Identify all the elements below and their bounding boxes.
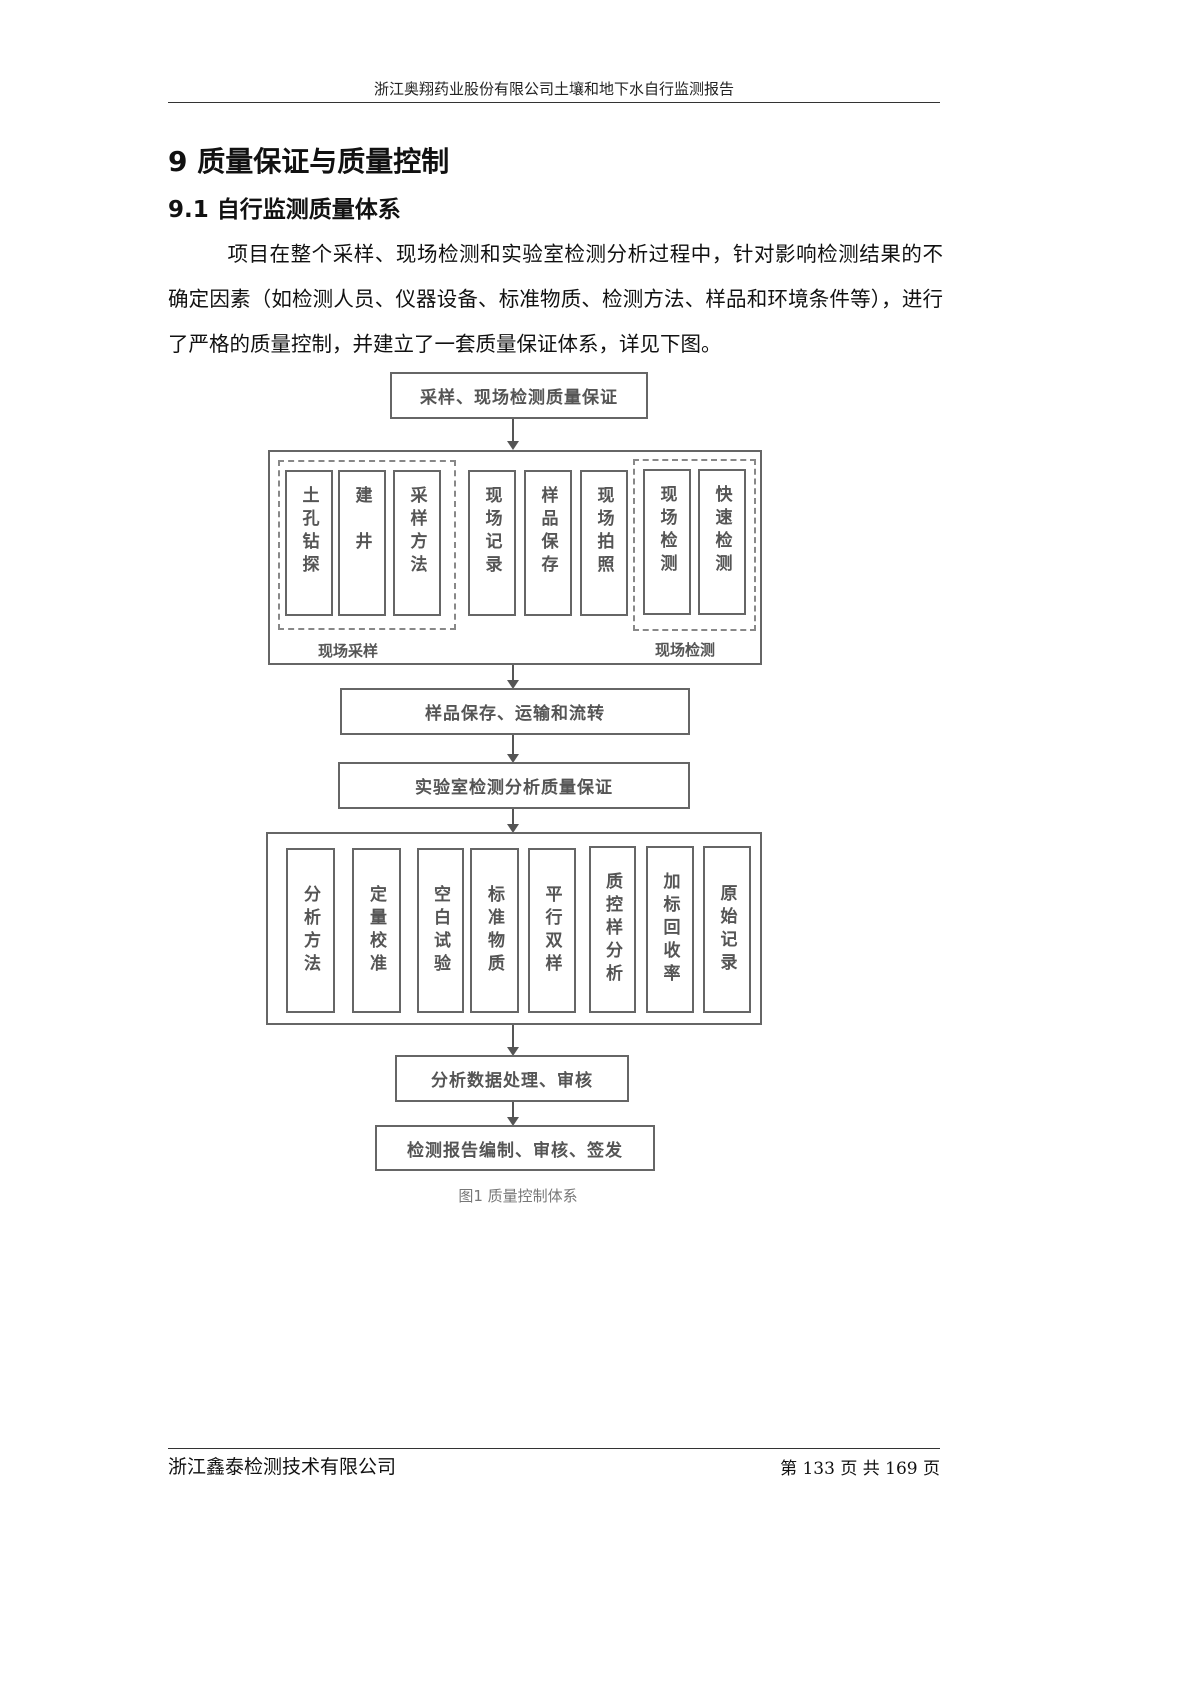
arrow-icon — [507, 1025, 519, 1056]
arrow-icon — [507, 809, 519, 833]
lab-item: 加标回收率 — [646, 846, 694, 1013]
lab-item: 平行双样 — [528, 848, 576, 1013]
arrow-icon — [507, 419, 519, 450]
field-item: 快速检测 — [698, 469, 746, 615]
field-group-box — [268, 450, 762, 665]
field-item: 现场记录 — [468, 470, 516, 616]
page-number: 第 133 页 共 169 页 — [780, 1459, 940, 1479]
field-item: 建 井 — [338, 470, 386, 616]
step-sample-transport: 样品保存、运输和流转 — [340, 688, 690, 735]
step-data-review: 分析数据处理、审核 — [395, 1055, 629, 1102]
group-label-testing: 现场检测 — [655, 641, 716, 659]
lab-item: 定量校准 — [352, 848, 401, 1013]
field-item: 土孔钻探 — [285, 470, 333, 616]
arrow-icon — [507, 1102, 519, 1126]
testing-dashed-group — [633, 459, 756, 631]
field-item: 样品保存 — [524, 470, 572, 616]
lab-item: 标准物质 — [470, 848, 519, 1013]
footer-company: 浙江鑫泰检测技术有限公司 — [168, 1456, 397, 1478]
body-paragraph: 项目在整个采样、现场检测和实验室检测分析过程中，针对影响检测结果的不确定因素（如… — [168, 242, 943, 356]
lab-item: 质控样分析 — [589, 846, 636, 1013]
section-heading: 9 质量保证与质量控制 — [168, 145, 450, 178]
step-lab-qa: 实验室检测分析质量保证 — [338, 762, 690, 809]
lab-item: 分析方法 — [286, 848, 335, 1013]
subsection-heading: 9.1 自行监测质量体系 — [168, 197, 401, 223]
header-divider — [168, 102, 940, 103]
field-item: 采样方法 — [393, 470, 441, 616]
lab-item: 空白试验 — [417, 848, 464, 1013]
lab-group-box — [266, 832, 762, 1025]
step-field-qa: 采样、现场检测质量保证 — [390, 372, 648, 419]
step-report-issue: 检测报告编制、审核、签发 — [375, 1125, 655, 1171]
lab-item: 原始记录 — [703, 846, 751, 1013]
arrow-icon — [507, 735, 519, 763]
sampling-dashed-group — [278, 460, 456, 630]
arrow-icon — [507, 665, 519, 689]
field-item: 现场拍照 — [580, 470, 628, 616]
figure-caption: 图1 质量控制体系 — [458, 1187, 578, 1205]
group-label-sampling: 现场采样 — [318, 642, 379, 660]
field-item: 现场检测 — [643, 469, 691, 615]
footer-divider — [168, 1448, 940, 1449]
page-header: 浙江奥翔药业股份有限公司土壤和地下水自行监测报告 — [373, 80, 734, 98]
